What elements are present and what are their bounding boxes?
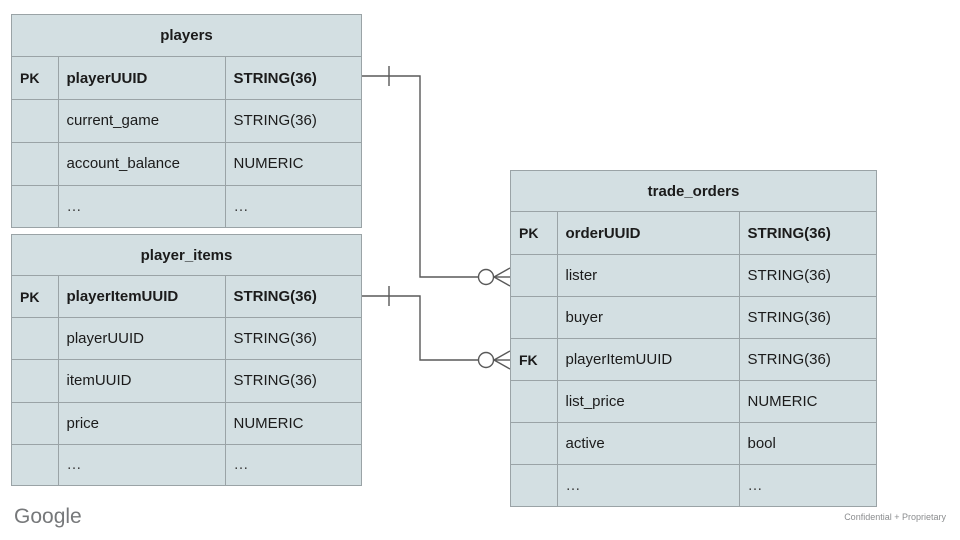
entity-table-trade-orders[interactable]: trade_orders PK orderUUID STRING(36) lis… xyxy=(510,170,877,507)
table-row[interactable]: … … xyxy=(12,443,361,485)
row-type: STRING(36) xyxy=(738,295,876,339)
google-logo: Google xyxy=(14,505,82,528)
row-key xyxy=(511,253,558,297)
row-name: playerUUID xyxy=(57,56,226,101)
table-row[interactable]: … … xyxy=(511,464,876,506)
row-type: STRING(36) xyxy=(224,56,361,101)
table-row-fk[interactable]: FK playerItemUUID STRING(36) xyxy=(511,337,876,382)
table-row[interactable]: playerUUID STRING(36) xyxy=(12,317,361,361)
row-name: playerItemUUID xyxy=(556,337,740,382)
table-row[interactable]: itemUUID STRING(36) xyxy=(12,359,361,403)
table-row[interactable]: PK playerItemUUID STRING(36) xyxy=(12,275,361,319)
row-key: FK xyxy=(511,337,558,382)
row-type: STRING(36) xyxy=(738,337,876,382)
entity-title-players: players xyxy=(12,15,361,58)
row-name: … xyxy=(556,464,740,506)
row-type: STRING(36) xyxy=(224,99,361,143)
row-type: STRING(36) xyxy=(224,317,361,361)
entity-title-row: player_items xyxy=(12,235,361,277)
row-name: current_game xyxy=(57,99,226,143)
row-type: STRING(36) xyxy=(224,359,361,403)
row-name: … xyxy=(57,443,226,485)
row-key xyxy=(12,401,59,445)
entity-title-player-items: player_items xyxy=(12,235,361,277)
entity-table-players[interactable]: players PK playerUUID STRING(36) current… xyxy=(11,14,362,228)
row-key xyxy=(12,317,59,361)
row-key xyxy=(511,422,558,466)
table-row[interactable]: list_price NUMERIC xyxy=(511,380,876,424)
row-key xyxy=(511,295,558,339)
row-name: price xyxy=(57,401,226,445)
row-type: NUMERIC xyxy=(224,141,361,186)
row-key: PK xyxy=(12,56,59,101)
row-key xyxy=(511,464,558,506)
relationship-players-trade_orders xyxy=(362,66,511,287)
row-type: STRING(36) xyxy=(738,211,876,255)
entity-title-trade-orders: trade_orders xyxy=(511,171,876,213)
row-key xyxy=(12,141,59,186)
row-type: STRING(36) xyxy=(224,275,361,319)
row-key xyxy=(12,184,59,227)
table-row[interactable]: … … xyxy=(12,184,361,227)
entity-title-row: trade_orders xyxy=(511,171,876,213)
row-key xyxy=(12,99,59,143)
row-type: NUMERIC xyxy=(224,401,361,445)
row-name: buyer xyxy=(556,295,740,339)
row-type: … xyxy=(224,443,361,485)
row-name: lister xyxy=(556,253,740,297)
row-type: … xyxy=(224,184,361,227)
table-row[interactable]: current_game STRING(36) xyxy=(12,99,361,143)
table-row[interactable]: PK playerUUID STRING(36) xyxy=(12,56,361,101)
row-type: … xyxy=(738,464,876,506)
row-name: itemUUID xyxy=(57,359,226,403)
row-key: PK xyxy=(12,275,59,319)
row-type: STRING(36) xyxy=(738,253,876,297)
row-name: orderUUID xyxy=(556,211,740,255)
table-row[interactable]: active bool xyxy=(511,422,876,466)
entity-table-player-items[interactable]: player_items PK playerItemUUID STRING(36… xyxy=(11,234,362,486)
row-key xyxy=(12,359,59,403)
row-name: active xyxy=(556,422,740,466)
row-key xyxy=(12,443,59,485)
row-name: … xyxy=(57,184,226,227)
entity-title-row: players xyxy=(12,15,361,58)
row-name: account_balance xyxy=(57,141,226,186)
table-row[interactable]: price NUMERIC xyxy=(12,401,361,445)
row-key xyxy=(511,380,558,424)
relationship-player_items-trade_orders xyxy=(362,286,511,370)
row-name: list_price xyxy=(556,380,740,424)
row-name: playerUUID xyxy=(57,317,226,361)
row-key: PK xyxy=(511,211,558,255)
table-row[interactable]: account_balance NUMERIC xyxy=(12,141,361,186)
table-row[interactable]: buyer STRING(36) xyxy=(511,295,876,339)
table-row[interactable]: PK orderUUID STRING(36) xyxy=(511,211,876,255)
row-type: bool xyxy=(738,422,876,466)
confidential-notice: Confidential + Proprietary xyxy=(844,512,946,522)
row-type: NUMERIC xyxy=(738,380,876,424)
row-name: playerItemUUID xyxy=(57,275,226,319)
table-row[interactable]: lister STRING(36) xyxy=(511,253,876,297)
